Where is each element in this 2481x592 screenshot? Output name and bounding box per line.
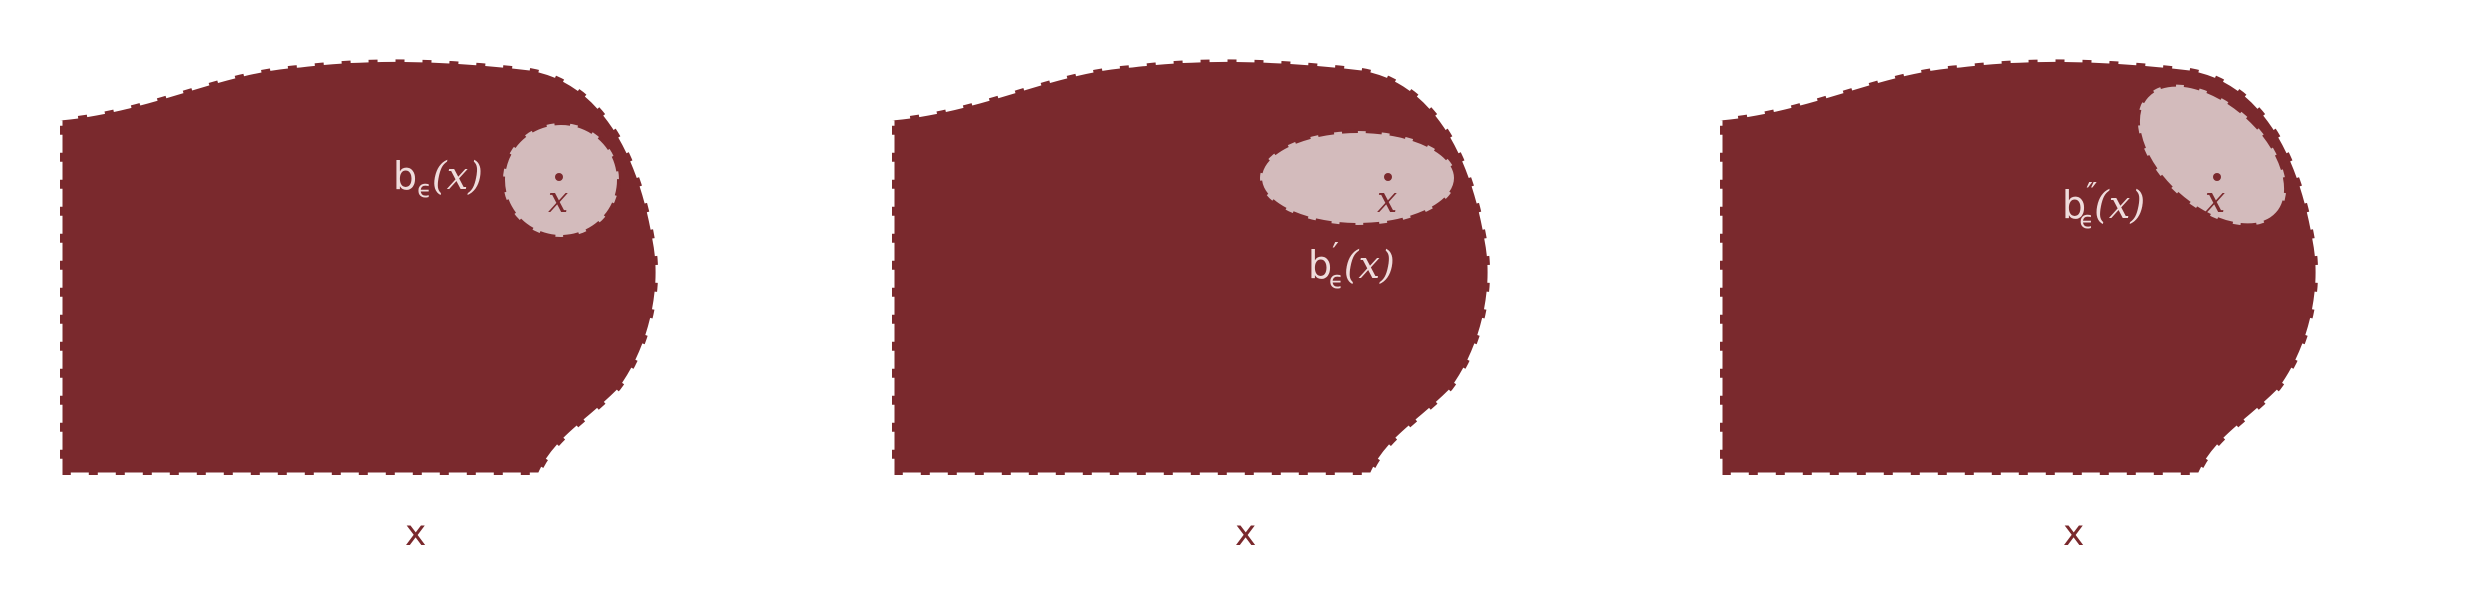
set-label: x xyxy=(1235,513,1256,554)
set-label: x xyxy=(405,513,426,554)
point-x-dot xyxy=(1384,173,1392,181)
panel-3: x b″ϵ(x) x xyxy=(1717,56,2321,554)
ball-label: b′ϵ(x) xyxy=(1308,237,1395,294)
open-set-region xyxy=(889,56,1493,478)
ball-label: b″ϵ(x) xyxy=(2062,177,2145,234)
panel-2: x b′ϵ(x) x xyxy=(889,56,1493,554)
point-x-label: x xyxy=(548,180,568,221)
ball-label: bϵ(x) xyxy=(393,154,483,203)
ball-b-epsilon-double-prime xyxy=(2135,82,2289,228)
point-x-label: x xyxy=(2205,180,2225,221)
set-label: x xyxy=(2063,513,2084,554)
ball-b-epsilon-prime xyxy=(1258,129,1458,227)
point-x-dot xyxy=(555,173,563,181)
point-x-dot xyxy=(2213,173,2221,181)
point-x-label: x xyxy=(1377,180,1397,221)
panel-1: x bϵ(x) x xyxy=(57,56,661,554)
